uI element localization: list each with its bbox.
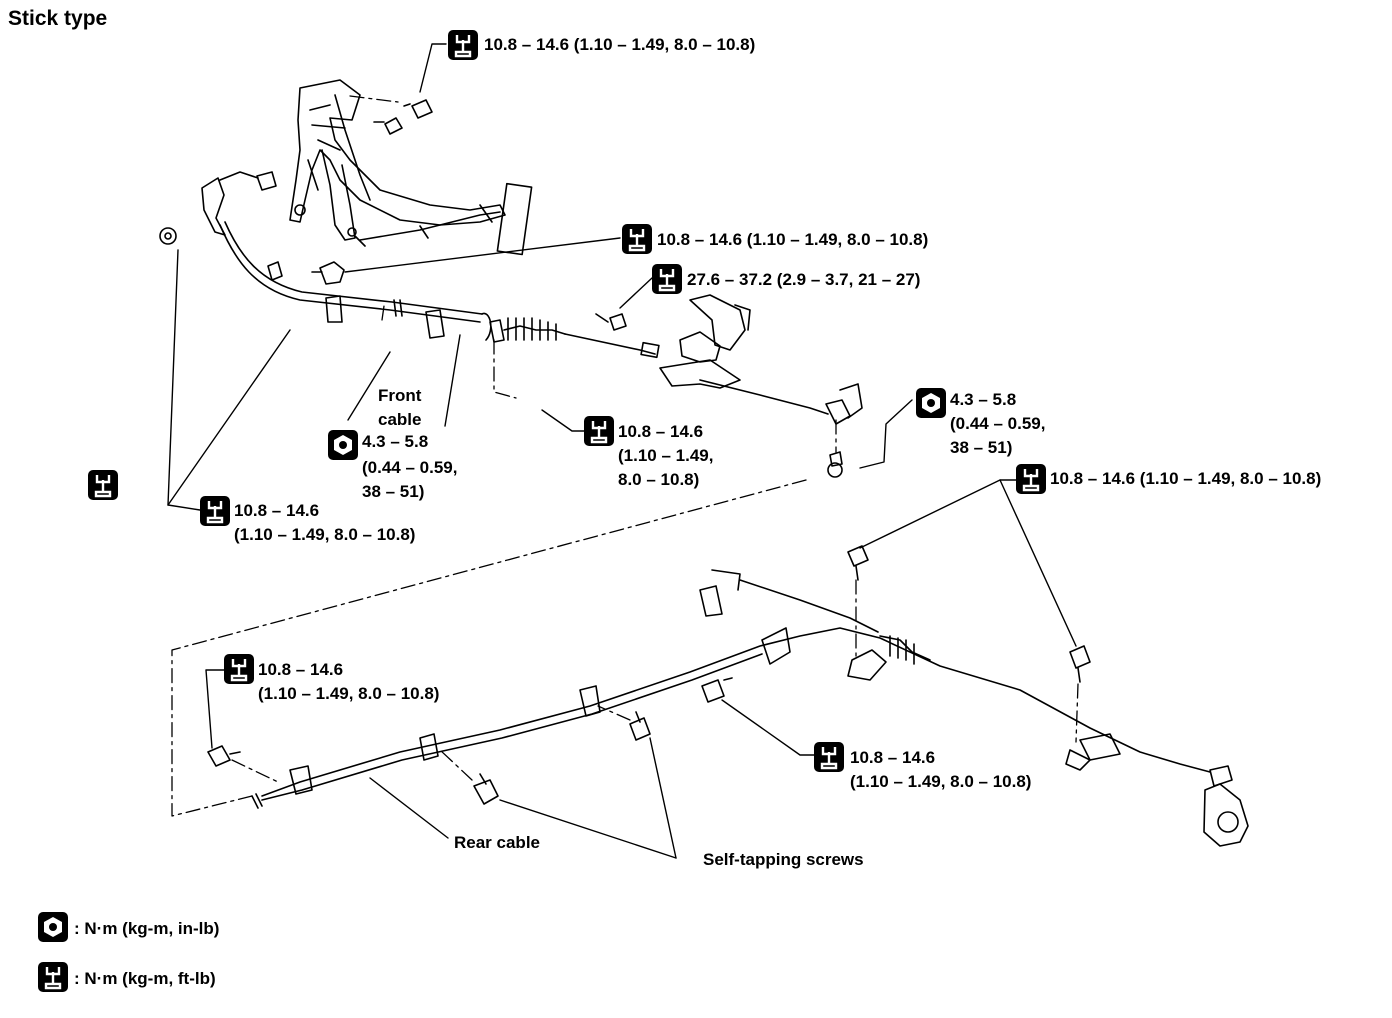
front-cable-label-2: cable (378, 410, 422, 429)
wrench-ft-lb-icon (38, 962, 68, 992)
torque-label-center-bolt-3: 8.0 – 10.8) (618, 470, 700, 489)
legend-in-lb: : N·m (kg-m, in-lb) (74, 919, 220, 938)
torque-label-front-nut-2: (0.44 – 0.59, (362, 458, 458, 477)
lever-bracket (159, 171, 277, 245)
wrench-ft-lb-icon (200, 496, 230, 526)
assembly-lines (171, 95, 1079, 817)
torque-label-right-nut-1: 4.3 – 5.8 (950, 390, 1017, 409)
front-cable (219, 221, 660, 359)
torque-label-lever-bolt-2: (1.10 – 1.49, 8.0 – 10.8) (234, 525, 416, 544)
torque-label-right-nut-2: (0.44 – 0.59, (950, 414, 1046, 433)
legend-ft-lb: : N·m (kg-m, ft-lb) (74, 969, 216, 988)
torque-label-rear-center-bolt-2: (1.10 – 1.49, 8.0 – 10.8) (850, 772, 1032, 791)
pedal-assembly (289, 79, 533, 256)
torque-label-center-bolt-2: (1.10 – 1.49, (618, 446, 714, 465)
wrench-ft-lb-icon (814, 742, 844, 772)
torque-label-rear-left-bolt-2: (1.10 – 1.49, 8.0 – 10.8) (258, 684, 440, 703)
torque-label-center-bolt-1: 10.8 – 14.6 (618, 422, 704, 441)
rear-cable (207, 545, 1249, 847)
nut-in-lb-icon (38, 912, 68, 942)
torque-label-rear-bracket-bolt: 10.8 – 14.6 (1.10 – 1.49, 8.0 – 10.8) (1050, 469, 1322, 488)
torque-label-front-nut-1: 4.3 – 5.8 (362, 432, 429, 451)
nut-in-lb-icon (916, 388, 946, 418)
torque-label-rear-left-bolt-1: 10.8 – 14.6 (258, 660, 344, 679)
wrench-ft-lb-icon (88, 470, 118, 500)
rear-cable-label: Rear cable (454, 833, 540, 852)
torque-label-equalizer-bolt: 27.6 – 37.2 (2.9 – 3.7, 21 – 27) (687, 270, 921, 289)
leader-lines (167, 43, 1077, 859)
wrench-ft-lb-icon (1016, 464, 1046, 494)
torque-label-lever-bolt-1: 10.8 – 14.6 (234, 501, 320, 520)
nut-in-lb-icon (328, 430, 358, 460)
torque-label-top-bolt: 10.8 – 14.6 (1.10 – 1.49, 8.0 – 10.8) (484, 35, 756, 54)
equalizer-bracket (595, 294, 863, 478)
page-title: Stick type (8, 7, 108, 30)
torque-label-right-nut-3: 38 – 51) (950, 438, 1013, 457)
torque-label-rear-center-bolt-1: 10.8 – 14.6 (850, 748, 936, 767)
front-cable-label-1: Front (378, 386, 422, 405)
wrench-ft-lb-icon (448, 30, 478, 60)
wrench-ft-lb-icon (584, 416, 614, 446)
wrench-ft-lb-icon (652, 264, 682, 294)
wrench-ft-lb-icon (622, 224, 652, 254)
torque-label-cable-bolt: 10.8 – 14.6 (1.10 – 1.49, 8.0 – 10.8) (657, 230, 929, 249)
self-tapping-screws-label: Self-tapping screws (703, 850, 864, 869)
wrench-ft-lb-icon (224, 654, 254, 684)
torque-label-front-nut-3: 38 – 51) (362, 482, 425, 501)
